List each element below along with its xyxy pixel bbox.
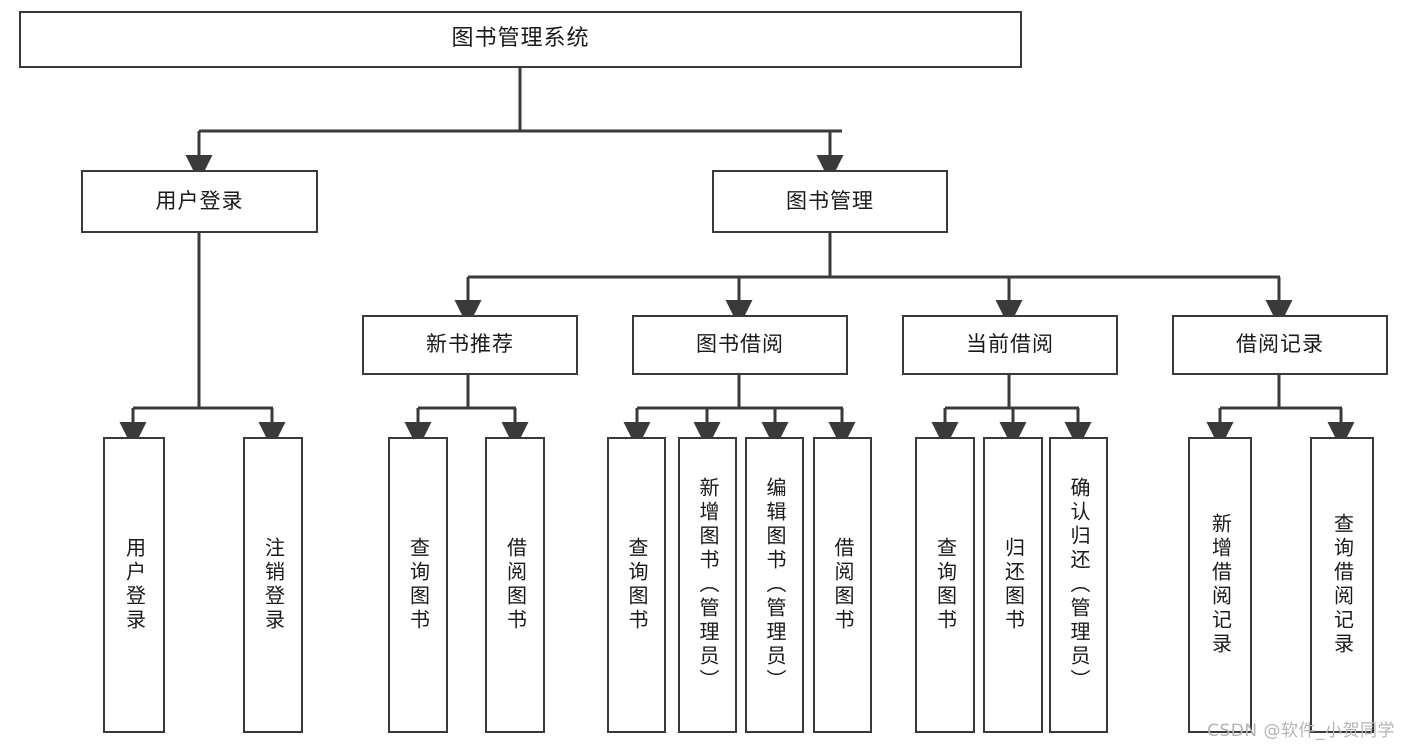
node-leaf-query-book-3-label: 查询图书 (933, 537, 958, 633)
node-leaf-user-logout[interactable]: 注销登录 (243, 437, 303, 733)
node-borrow-record-label: 借阅记录 (1236, 332, 1324, 357)
node-leaf-add-record-label: 新增借阅记录 (1208, 513, 1233, 657)
node-leaf-user-login-label: 用户登录 (122, 537, 147, 633)
node-book-borrow[interactable]: 图书借阅 (632, 315, 848, 375)
watermark: CSDN @软件_小贺同学 (1207, 721, 1395, 741)
node-leaf-return-book-label: 归还图书 (1001, 537, 1026, 633)
node-book-manage-label: 图书管理 (786, 188, 874, 213)
node-leaf-user-logout-label: 注销登录 (261, 537, 286, 633)
node-new-book-recommend[interactable]: 新书推荐 (362, 315, 578, 375)
node-leaf-edit-book-label: 编辑图书（管理员） (763, 477, 787, 693)
node-leaf-return-book[interactable]: 归还图书 (983, 437, 1043, 733)
node-root[interactable]: 图书管理系统 (19, 11, 1022, 68)
node-book-borrow-label: 图书借阅 (696, 332, 784, 357)
node-leaf-confirm-return-label: 确认归还（管理员） (1067, 477, 1091, 693)
node-leaf-confirm-return[interactable]: 确认归还（管理员） (1049, 437, 1108, 733)
node-current-borrow[interactable]: 当前借阅 (902, 315, 1118, 375)
node-root-label: 图书管理系统 (451, 26, 590, 52)
node-leaf-borrow-book-1-label: 借阅图书 (503, 537, 528, 633)
node-book-manage[interactable]: 图书管理 (712, 170, 948, 233)
node-leaf-add-book-label: 新增图书（管理员） (696, 477, 720, 693)
node-leaf-user-login[interactable]: 用户登录 (103, 437, 165, 733)
node-borrow-record[interactable]: 借阅记录 (1172, 315, 1388, 375)
node-leaf-query-book-2-label: 查询图书 (625, 537, 649, 633)
node-user-login[interactable]: 用户登录 (81, 170, 318, 233)
node-leaf-query-book-1-label: 查询图书 (406, 537, 431, 633)
node-leaf-query-record[interactable]: 查询借阅记录 (1310, 437, 1374, 733)
node-user-login-label: 用户登录 (155, 188, 244, 213)
node-leaf-query-book-2[interactable]: 查询图书 (607, 437, 666, 733)
node-current-borrow-label: 当前借阅 (966, 332, 1054, 357)
node-leaf-borrow-book-2-label: 借阅图书 (831, 537, 855, 633)
node-leaf-query-book-3[interactable]: 查询图书 (915, 437, 975, 733)
node-leaf-borrow-book-2[interactable]: 借阅图书 (813, 437, 872, 733)
node-leaf-query-record-label: 查询借阅记录 (1330, 513, 1355, 657)
node-leaf-add-book[interactable]: 新增图书（管理员） (678, 437, 737, 733)
node-new-book-recommend-label: 新书推荐 (426, 332, 514, 357)
node-leaf-query-book-1[interactable]: 查询图书 (388, 437, 448, 733)
node-leaf-edit-book[interactable]: 编辑图书（管理员） (745, 437, 804, 733)
node-leaf-borrow-book-1[interactable]: 借阅图书 (485, 437, 545, 733)
node-leaf-add-record[interactable]: 新增借阅记录 (1188, 437, 1252, 733)
